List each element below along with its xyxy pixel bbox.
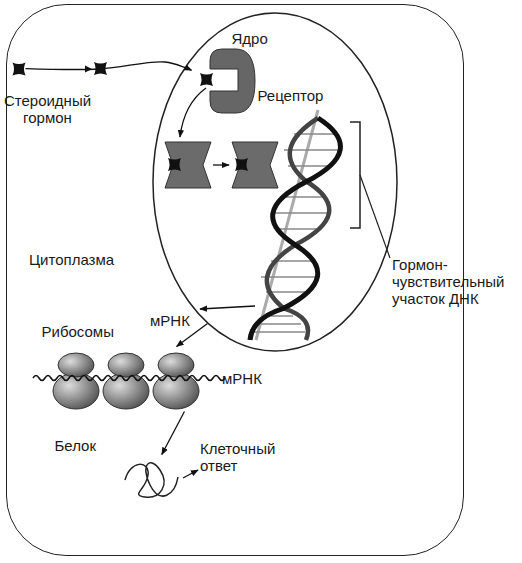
region-label: Ядро [232, 30, 268, 47]
protein-chain [120, 455, 180, 500]
transition-arrow [213, 164, 229, 165]
ribosome-group: Рибосомы [38, 347, 213, 412]
connector-arrow [162, 412, 185, 455]
edge-label: мРНК [150, 312, 190, 329]
receptor: Рецептор [192, 47, 258, 115]
bracket [350, 122, 360, 228]
hormone-molecule: Стероидный гормон [12, 62, 26, 76]
part-label: Гормон- чувствительный участок ДНК [392, 256, 510, 307]
mrna-arrow [200, 306, 255, 309]
arrow-head [85, 66, 92, 73]
part-label: Белок [55, 437, 97, 454]
nucleus: ЯдроРецептор [152, 12, 398, 352]
part-label: Клеточный ответ [200, 440, 286, 474]
part-label: Рибосомы [42, 323, 114, 340]
response-arrow [183, 470, 198, 478]
dna-strand [250, 118, 340, 340]
nucleus-outline [152, 12, 398, 352]
part-label: Стероидный гормон [3, 92, 93, 126]
part-label: мРНК [222, 370, 262, 387]
hormone-molecule [94, 62, 107, 75]
hormone-receptor-complex [165, 142, 211, 188]
binding-arrow [180, 88, 206, 137]
protein: Белок [120, 455, 180, 500]
ribosome-drawing [38, 347, 213, 412]
hormone-molecule [168, 158, 181, 171]
connector-arrow [26, 62, 192, 70]
part-label: Рецептор [258, 87, 324, 104]
hormone-receptor-complex [232, 142, 278, 188]
receptor-shape [192, 47, 258, 115]
leader-line [360, 175, 390, 258]
hormone-shape [12, 62, 26, 76]
hormone-molecule [235, 158, 248, 171]
region-label: Цитоплазма [29, 251, 114, 268]
